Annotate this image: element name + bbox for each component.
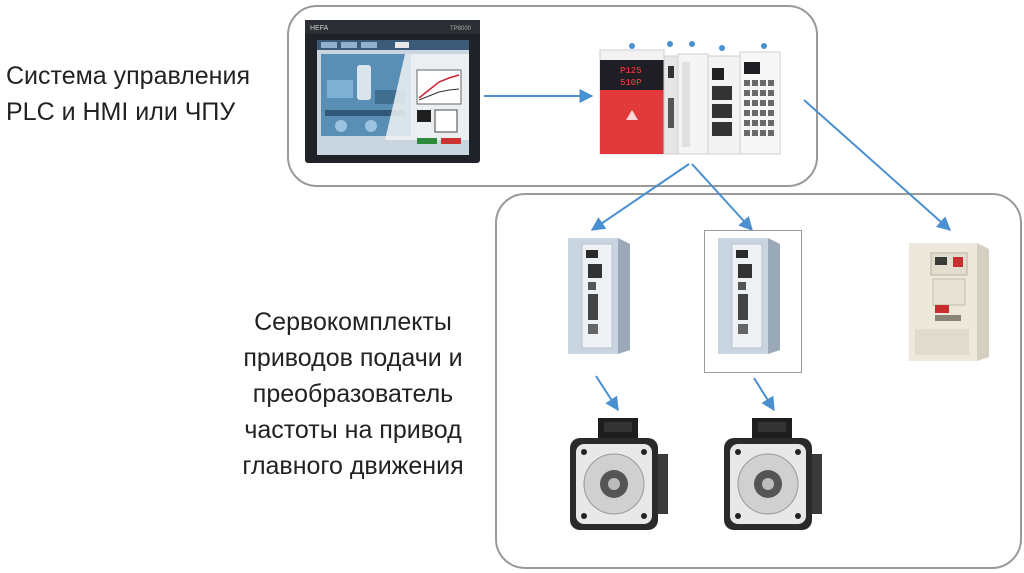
drives-label-line-5: главного движения xyxy=(242,452,464,480)
drives-label-line-1: Сервокомплекты xyxy=(254,308,452,336)
drives-label-line-4: частоты на привод xyxy=(244,416,462,444)
drives-frame xyxy=(495,193,1022,569)
drives-label-line-3: преобразователь xyxy=(252,380,454,408)
servo-drive-2 xyxy=(718,238,780,354)
frequency-converter xyxy=(909,243,989,361)
plc-display-line-2: 510P xyxy=(620,78,642,88)
control-system-label: Система управления PLC и HMI или ЧПУ xyxy=(6,58,250,130)
hmi-panel: HEFA TP8000 xyxy=(305,20,480,163)
servo-motor-1 xyxy=(570,418,668,530)
hmi-model-text: TP8000 xyxy=(450,26,472,32)
control-system-label-line-1: Система управления xyxy=(6,62,250,90)
servo-motor-2 xyxy=(724,418,822,530)
servo-drive-1 xyxy=(568,238,630,354)
drives-label: Сервокомплекты приводов подачи и преобра… xyxy=(218,304,488,484)
control-system-frame xyxy=(287,5,818,187)
plc-controller: P125 510P xyxy=(599,41,781,155)
drives-label-line-2: приводов подачи и xyxy=(243,344,463,372)
hmi-brand-text: HEFA xyxy=(310,25,329,32)
plc-display-line-1: P125 xyxy=(620,66,642,76)
control-system-label-line-2: PLC и HMI или ЧПУ xyxy=(6,98,236,126)
